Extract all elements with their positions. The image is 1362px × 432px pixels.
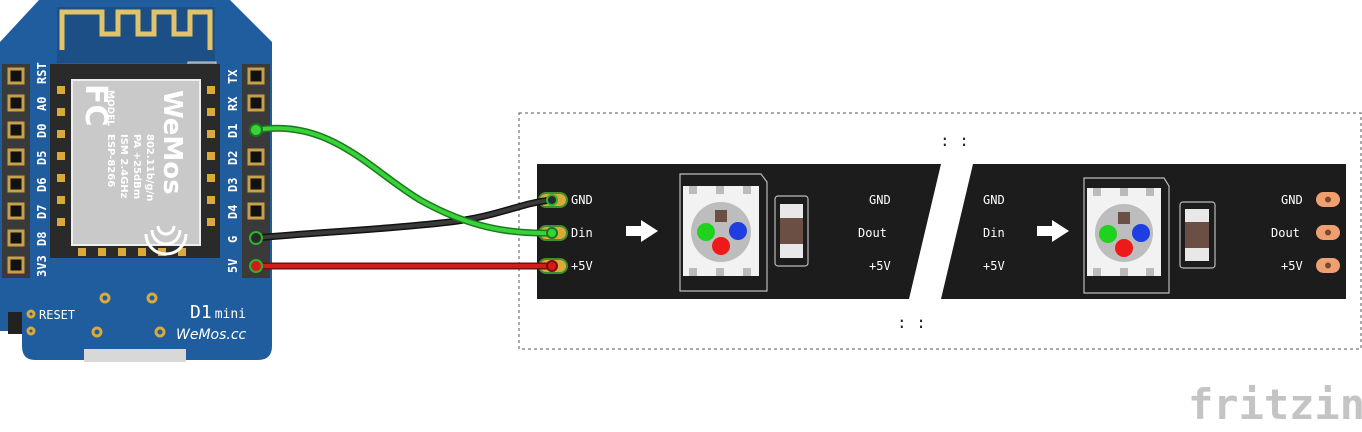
- strip-label-5v-mid-right: +5V: [983, 259, 1005, 273]
- wire-gnd: [249, 196, 553, 245]
- pin-label-d7: D7: [35, 205, 49, 219]
- reset-label: RESET: [39, 308, 75, 322]
- right-pin-header: [242, 64, 270, 278]
- strip-label-gnd-out: GND: [1281, 193, 1303, 207]
- pin-label-d6: D6: [35, 178, 49, 192]
- strip-output-pads: [1316, 192, 1340, 273]
- arrow-right-icon: [1037, 220, 1069, 242]
- pin-label-d0: D0: [35, 124, 49, 138]
- module-logo: WeMos: [157, 90, 187, 195]
- reset-button[interactable]: [8, 312, 22, 334]
- break-marks-bottom: : :: [897, 313, 926, 332]
- pin-label-rst: RST: [35, 62, 49, 84]
- module-std: 802.11b/g/n: [144, 134, 155, 201]
- pin-label-5v: 5V: [226, 259, 240, 273]
- antenna-trace-icon: [57, 7, 215, 63]
- pin-label-g: G: [226, 236, 240, 243]
- arrow-right-icon: [626, 220, 658, 242]
- strip-label-dout-mid-left: Dout: [858, 226, 887, 240]
- board-brand: WeMos.cc: [176, 327, 247, 343]
- strip-label-5v-in: +5V: [571, 259, 593, 273]
- pin-label-d8: D8: [35, 232, 49, 246]
- pin-label-rx: RX: [226, 96, 240, 111]
- rgb-led-icon: [1083, 177, 1170, 294]
- pin-label-a0: A0: [35, 97, 49, 111]
- esp-shield: [71, 79, 201, 246]
- usb-port-icon: [84, 349, 186, 362]
- module-model: ESP-8266: [105, 134, 116, 187]
- strip-label-gnd-mid-right: GND: [983, 193, 1005, 207]
- module-model-label: MODEL: [105, 90, 115, 126]
- rgb-led-icon: [679, 173, 768, 292]
- fritzing-watermark: fritzing: [1188, 380, 1362, 429]
- pin-label-d4: D4: [226, 205, 240, 219]
- pin-label-d2: D2: [226, 151, 240, 165]
- strip-label-5v-mid-left: +5V: [869, 259, 891, 273]
- pin-label-d3: D3: [226, 178, 240, 192]
- strip-label-din-mid-right: Din: [983, 226, 1005, 240]
- strip-label-gnd-in: GND: [571, 193, 593, 207]
- capacitor-icon: [774, 195, 809, 267]
- wire-5v: [249, 259, 558, 273]
- pin-label-3v3: 3V3: [35, 255, 49, 277]
- capacitor-icon: [1179, 201, 1216, 269]
- pin-label-d1: D1: [226, 124, 240, 138]
- break-marks-top: : :: [940, 131, 969, 150]
- strip-label-gnd-mid-left: GND: [869, 193, 891, 207]
- strip-label-din: Din: [571, 226, 593, 240]
- module-ism: ISM 2.4GHz: [118, 134, 129, 199]
- d1-mini-board: FC MODEL ESP-8266 ISM 2.4GHz PA +25dBm 8…: [0, 0, 272, 362]
- module-pa: PA +25dBm: [131, 134, 142, 199]
- pin-label-d5: D5: [35, 151, 49, 165]
- module-fc-mark: FC: [78, 84, 113, 127]
- strip-dashed-frame: [518, 112, 1362, 350]
- pin-label-tx: TX: [226, 69, 240, 84]
- left-pin-header: [2, 64, 30, 278]
- led-strip: : : : : GND Din +5V GND Dout +5V GND Din…: [518, 112, 1362, 350]
- wifi-icon: [144, 225, 188, 256]
- wire-d1-din: [249, 123, 558, 239]
- strip-label-5v-out: +5V: [1281, 259, 1303, 273]
- strip-label-dout: Dout: [1271, 226, 1300, 240]
